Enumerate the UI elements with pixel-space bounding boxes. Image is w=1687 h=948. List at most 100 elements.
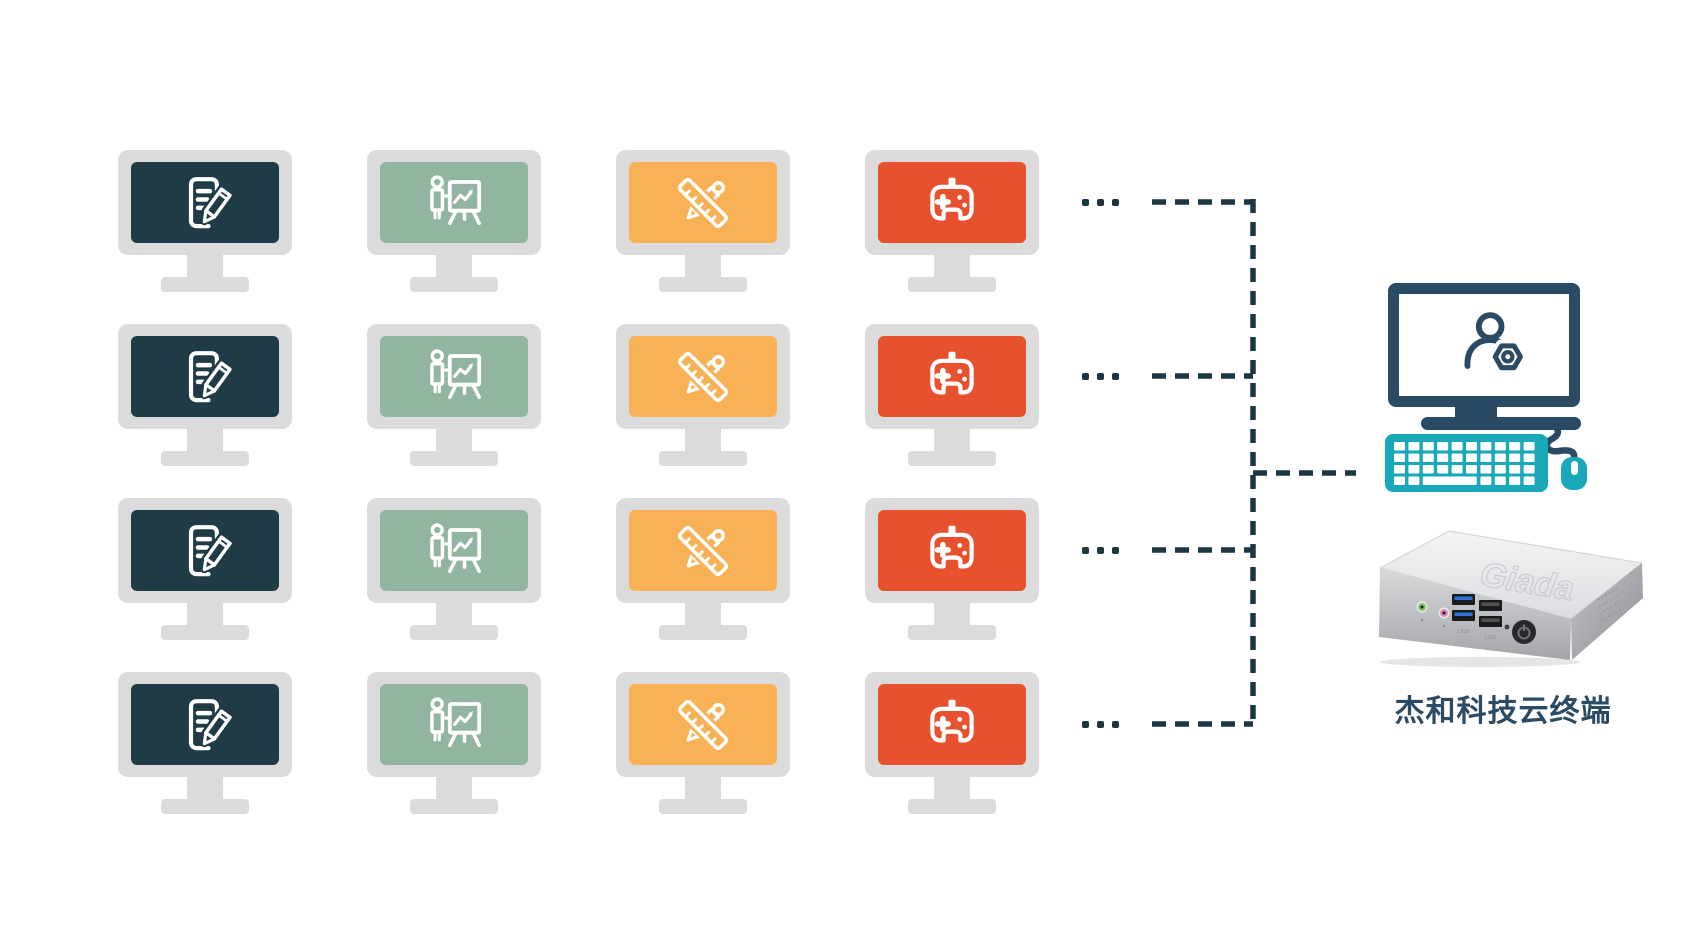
monitor-screen xyxy=(878,684,1026,765)
client-monitor-presentation xyxy=(367,498,541,640)
ruler-pencil-icon xyxy=(675,696,731,753)
ruler-pencil-icon xyxy=(675,174,731,231)
client-monitor-office xyxy=(118,498,292,640)
presentation-icon xyxy=(427,345,482,399)
client-monitor-presentation xyxy=(367,672,541,814)
presentation-icon xyxy=(427,693,482,747)
monitor-frame xyxy=(118,498,292,603)
monitor-frame xyxy=(616,150,790,255)
monitor-base xyxy=(161,799,249,814)
usb2-ports xyxy=(1479,600,1502,627)
gamepad-icon xyxy=(930,525,974,568)
monitor-neck xyxy=(685,603,721,625)
monitor-neck xyxy=(436,777,472,799)
monitor-screen xyxy=(629,510,777,591)
monitor-base xyxy=(410,277,498,292)
monitor-screen xyxy=(131,162,279,243)
client-monitor-presentation xyxy=(367,150,541,292)
monitor-base xyxy=(410,799,498,814)
admin-user-gear-icon xyxy=(1464,312,1527,374)
terminal-monitor-base xyxy=(1421,417,1581,430)
client-monitor-design xyxy=(616,150,790,292)
monitor-base xyxy=(908,799,996,814)
monitor-screen xyxy=(878,510,1026,591)
monitor-base xyxy=(659,451,747,466)
hdd-led xyxy=(1504,624,1510,630)
usb-label-1: USB xyxy=(1458,629,1470,635)
monitor-base xyxy=(161,277,249,292)
ruler-pencil-icon xyxy=(675,348,731,405)
monitor-neck xyxy=(934,255,970,277)
monitor-neck xyxy=(685,429,721,451)
document-edit-icon xyxy=(188,176,235,228)
usb-label-2: USB xyxy=(1485,635,1497,641)
client-monitor-gaming xyxy=(865,150,1039,292)
mouse-wheel xyxy=(1570,461,1578,475)
monitor-frame xyxy=(118,672,292,777)
monitor-screen xyxy=(629,336,777,417)
monitor-neck xyxy=(934,429,970,451)
monitor-neck xyxy=(187,603,223,625)
monitor-screen xyxy=(380,336,528,417)
monitor-row xyxy=(0,324,1119,466)
monitor-screen xyxy=(380,162,528,243)
presentation-icon xyxy=(427,519,482,573)
client-monitor-office xyxy=(118,324,292,466)
monitor-base xyxy=(659,277,747,292)
monitor-neck xyxy=(187,429,223,451)
monitor-base xyxy=(908,277,996,292)
monitor-base xyxy=(908,451,996,466)
monitor-frame xyxy=(118,150,292,255)
monitor-neck xyxy=(436,429,472,451)
monitor-frame xyxy=(865,324,1039,429)
monitor-screen xyxy=(380,684,528,765)
monitor-neck xyxy=(934,777,970,799)
presentation-icon xyxy=(427,171,482,225)
monitor-base xyxy=(410,625,498,640)
monitor-base xyxy=(908,625,996,640)
document-edit-icon xyxy=(188,698,235,750)
monitor-frame xyxy=(865,150,1039,255)
row-ellipsis xyxy=(1082,721,1119,728)
monitor-row xyxy=(0,672,1119,814)
gamepad-icon xyxy=(930,699,974,742)
gamepad-icon xyxy=(930,177,974,220)
mouse-icon xyxy=(1561,457,1587,490)
terminal-label: 杰和科技云终端 xyxy=(1394,695,1612,728)
monitor-frame xyxy=(118,324,292,429)
monitor-base xyxy=(161,625,249,640)
row-ellipsis xyxy=(1082,199,1119,206)
monitor-frame xyxy=(367,150,541,255)
monitor-base xyxy=(659,625,747,640)
client-monitor-gaming xyxy=(865,324,1039,466)
client-monitor-grid xyxy=(0,150,1119,814)
monitor-row xyxy=(0,498,1119,640)
ruler-pencil-icon xyxy=(675,522,731,579)
monitor-base xyxy=(659,799,747,814)
terminal-monitor-neck xyxy=(1455,405,1497,419)
monitor-row xyxy=(0,150,1119,292)
monitor-frame xyxy=(616,324,790,429)
monitor-neck xyxy=(436,603,472,625)
row-ellipsis xyxy=(1082,547,1119,554)
monitor-neck xyxy=(934,603,970,625)
monitor-screen xyxy=(878,336,1026,417)
monitor-screen xyxy=(380,510,528,591)
document-edit-icon xyxy=(188,524,235,576)
monitor-screen xyxy=(131,336,279,417)
terminal-monitor xyxy=(1388,283,1580,407)
power-button xyxy=(1512,620,1536,644)
client-monitor-gaming xyxy=(865,672,1039,814)
monitor-screen xyxy=(629,684,777,765)
monitor-frame xyxy=(367,498,541,603)
keyboard-icon xyxy=(1385,434,1548,492)
client-monitor-office xyxy=(118,150,292,292)
usb3-ports xyxy=(1452,594,1475,621)
document-edit-icon xyxy=(188,350,235,402)
client-monitor-design xyxy=(616,498,790,640)
monitor-screen xyxy=(629,162,777,243)
monitor-neck xyxy=(436,255,472,277)
monitor-neck xyxy=(187,255,223,277)
client-monitor-gaming xyxy=(865,498,1039,640)
